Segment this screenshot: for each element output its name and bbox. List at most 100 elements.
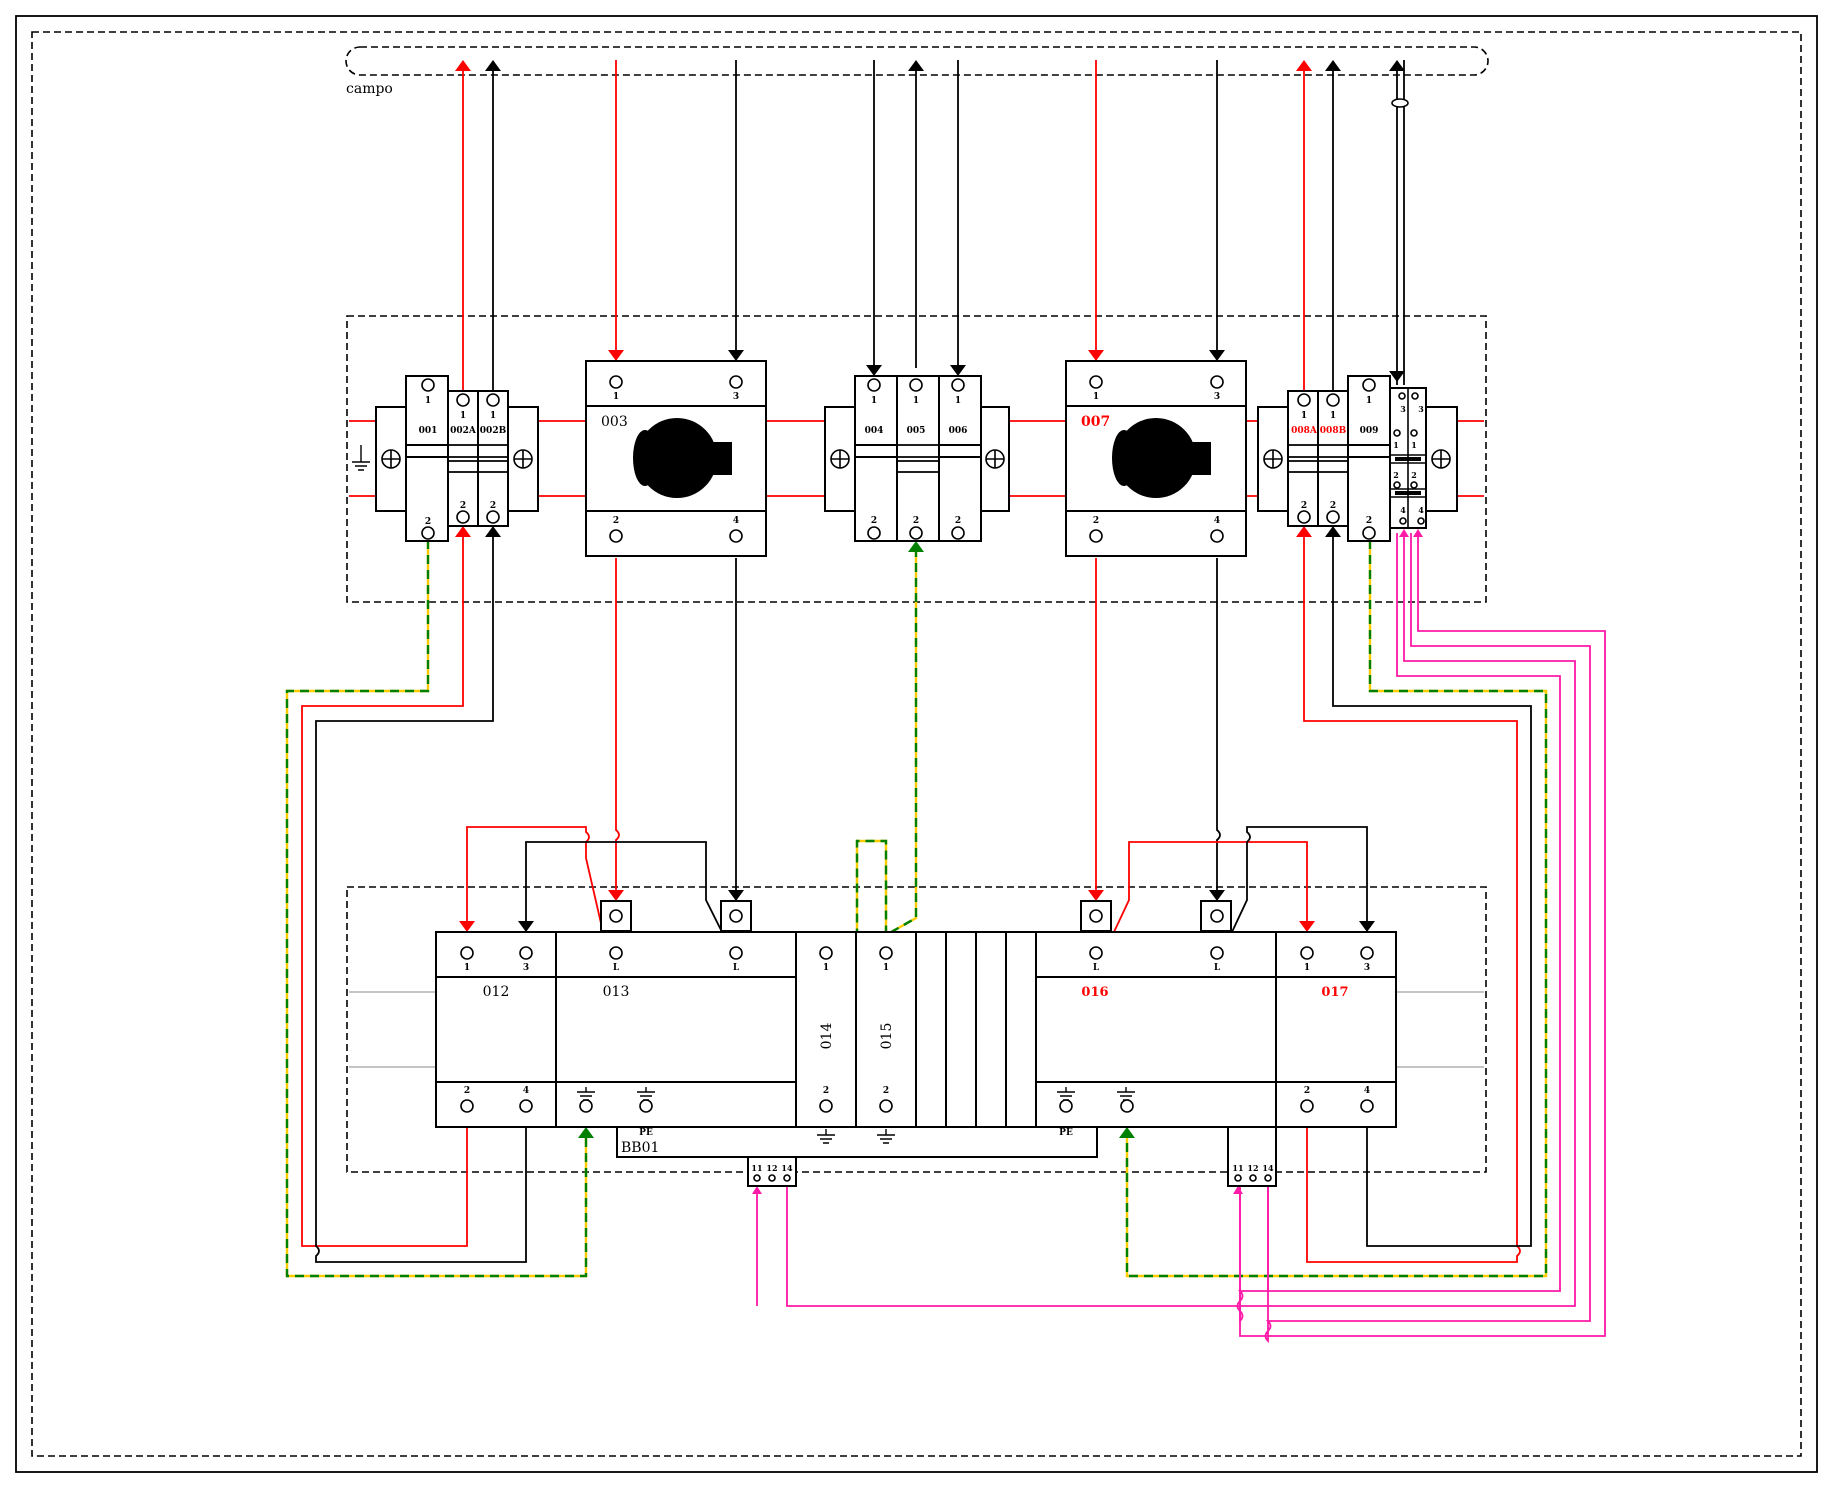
breaker-005[interactable]: 1 005 2	[896, 375, 940, 542]
terminal-label: 3	[1364, 963, 1370, 973]
contact-block-right[interactable]: 11 12 14	[1227, 1126, 1277, 1187]
arrowhead-down	[1299, 921, 1315, 932]
breaker-002B[interactable]: 1 002B 2	[477, 390, 509, 527]
terminal-label: L	[1093, 963, 1100, 973]
pe-label: PE	[639, 1128, 653, 1138]
arrowhead-up	[752, 1186, 762, 1194]
din-end-left	[352, 406, 407, 512]
terminal-label: 14	[1262, 1163, 1274, 1173]
breaker-008B[interactable]: 1 008B 2	[1317, 390, 1349, 527]
breaker-004[interactable]: 1 004 2	[854, 375, 898, 542]
arrowhead-down	[518, 921, 534, 932]
arrowhead-down	[728, 890, 744, 901]
terminal-label: 1	[1304, 963, 1310, 973]
din-end-right-1	[507, 406, 539, 512]
terminal-label: 1	[1366, 396, 1372, 406]
terminal-label: 2	[464, 1086, 470, 1096]
terminal-label: 14	[781, 1163, 793, 1173]
device-label: 013	[603, 984, 630, 1000]
terminal-label: L	[1214, 963, 1221, 973]
arrowhead-up	[455, 526, 471, 537]
arrowhead-down	[1209, 890, 1225, 901]
ground-icon	[817, 1129, 835, 1144]
rotary-handle-icon[interactable]	[1112, 418, 1211, 498]
campo-cable-tray	[345, 46, 1489, 76]
terminal-label: 3	[1214, 392, 1220, 402]
terminal-label: 1	[1093, 392, 1099, 402]
device-016[interactable]: L L 016	[1035, 931, 1277, 1128]
arrowhead-up	[1413, 529, 1423, 537]
device-012[interactable]: 1 3 012 2 4	[435, 931, 557, 1128]
rotary-handle-icon[interactable]	[633, 418, 732, 498]
terminal-label: 3	[733, 392, 739, 402]
terminal-label: 4	[733, 516, 739, 526]
terminal-label: 1	[913, 396, 919, 406]
terminal-label: 2	[1093, 516, 1099, 526]
device-label: 017	[1321, 985, 1348, 1000]
rotary-switch-007[interactable]: 1 3 007 2 4	[1065, 360, 1247, 557]
arrowhead-down	[459, 921, 475, 932]
arrowhead-up	[1389, 60, 1405, 71]
breaker-006[interactable]: 1 006 2	[938, 375, 982, 542]
arrowhead-down	[1359, 921, 1375, 932]
rotary-switch-003[interactable]: 1 3 003 2 4	[585, 360, 767, 557]
terminal-label: 12	[1247, 1163, 1258, 1173]
device-label: 016	[1081, 985, 1108, 1000]
ground-icon	[352, 445, 370, 471]
arrowhead-up	[1296, 60, 1312, 71]
arrowhead-up	[1119, 1127, 1135, 1138]
terminal-label: 4	[1418, 505, 1424, 515]
device-017[interactable]: 1 3 017 2 4	[1275, 931, 1397, 1128]
terminal-label: 1	[1330, 411, 1336, 421]
breaker-008A[interactable]: 1 008A 2	[1287, 390, 1319, 527]
contact-block-left[interactable]: 11 12 14	[747, 1156, 797, 1187]
breaker-009[interactable]: 1 009 2	[1347, 375, 1391, 542]
device-015[interactable]: 1 015 2	[855, 931, 917, 1144]
terminal-label: 2	[913, 516, 919, 526]
busbar-label: BB01	[621, 1140, 659, 1156]
arrowhead-down	[1088, 890, 1104, 901]
device-label: 005	[907, 426, 926, 436]
lower-enclosure	[346, 886, 1487, 1173]
device-label: 002B	[480, 426, 507, 436]
terminal-label: 2	[1411, 470, 1417, 480]
terminal-label: L	[733, 963, 740, 973]
device-014[interactable]: 1 014 2	[795, 931, 857, 1144]
inner-frame	[31, 31, 1802, 1457]
terminal-label: 1	[883, 963, 889, 973]
arrowhead-down	[1209, 350, 1225, 361]
arrowhead-up	[908, 60, 924, 71]
arrowhead-down	[608, 890, 624, 901]
terminal-label: 4	[1214, 516, 1220, 526]
arrowhead-up	[485, 60, 501, 71]
device-013[interactable]: L L 013	[555, 931, 797, 1128]
terminal-label: 4	[1364, 1086, 1370, 1096]
arrowhead-up	[1325, 526, 1341, 537]
arrowhead-up	[578, 1127, 594, 1138]
campo-label: campo	[346, 81, 393, 97]
breaker-002A[interactable]: 1 002A 2	[447, 390, 479, 527]
device-label: 012	[483, 984, 510, 1000]
arrowhead-up	[1296, 526, 1312, 537]
pe-label: PE	[1059, 1128, 1073, 1138]
terminal-label: 12	[766, 1163, 777, 1173]
terminal-label: 1	[1393, 440, 1399, 450]
terminal-label: 2	[1304, 1086, 1310, 1096]
terminal-label: 1	[490, 411, 496, 421]
device-label: 003	[601, 414, 628, 430]
aux-contact-block[interactable]: 3 3 1 1 2 2 4 4	[1389, 387, 1427, 529]
din-end-left-2	[824, 406, 856, 512]
arrowhead-up	[908, 541, 924, 552]
terminal-label: 2	[425, 517, 431, 527]
terminal-label: 1	[460, 411, 466, 421]
terminal-label: 2	[1366, 516, 1372, 526]
breaker-001[interactable]: 1 001 2	[405, 375, 449, 542]
arrowhead-down	[866, 365, 882, 376]
terminal-label: 1	[613, 392, 619, 402]
din-end-right-2	[980, 406, 1010, 512]
device-label: 015	[879, 1023, 895, 1050]
arrowhead-down	[950, 365, 966, 376]
din-end-right-3	[1425, 406, 1458, 512]
arrowhead-up	[1233, 1186, 1243, 1194]
